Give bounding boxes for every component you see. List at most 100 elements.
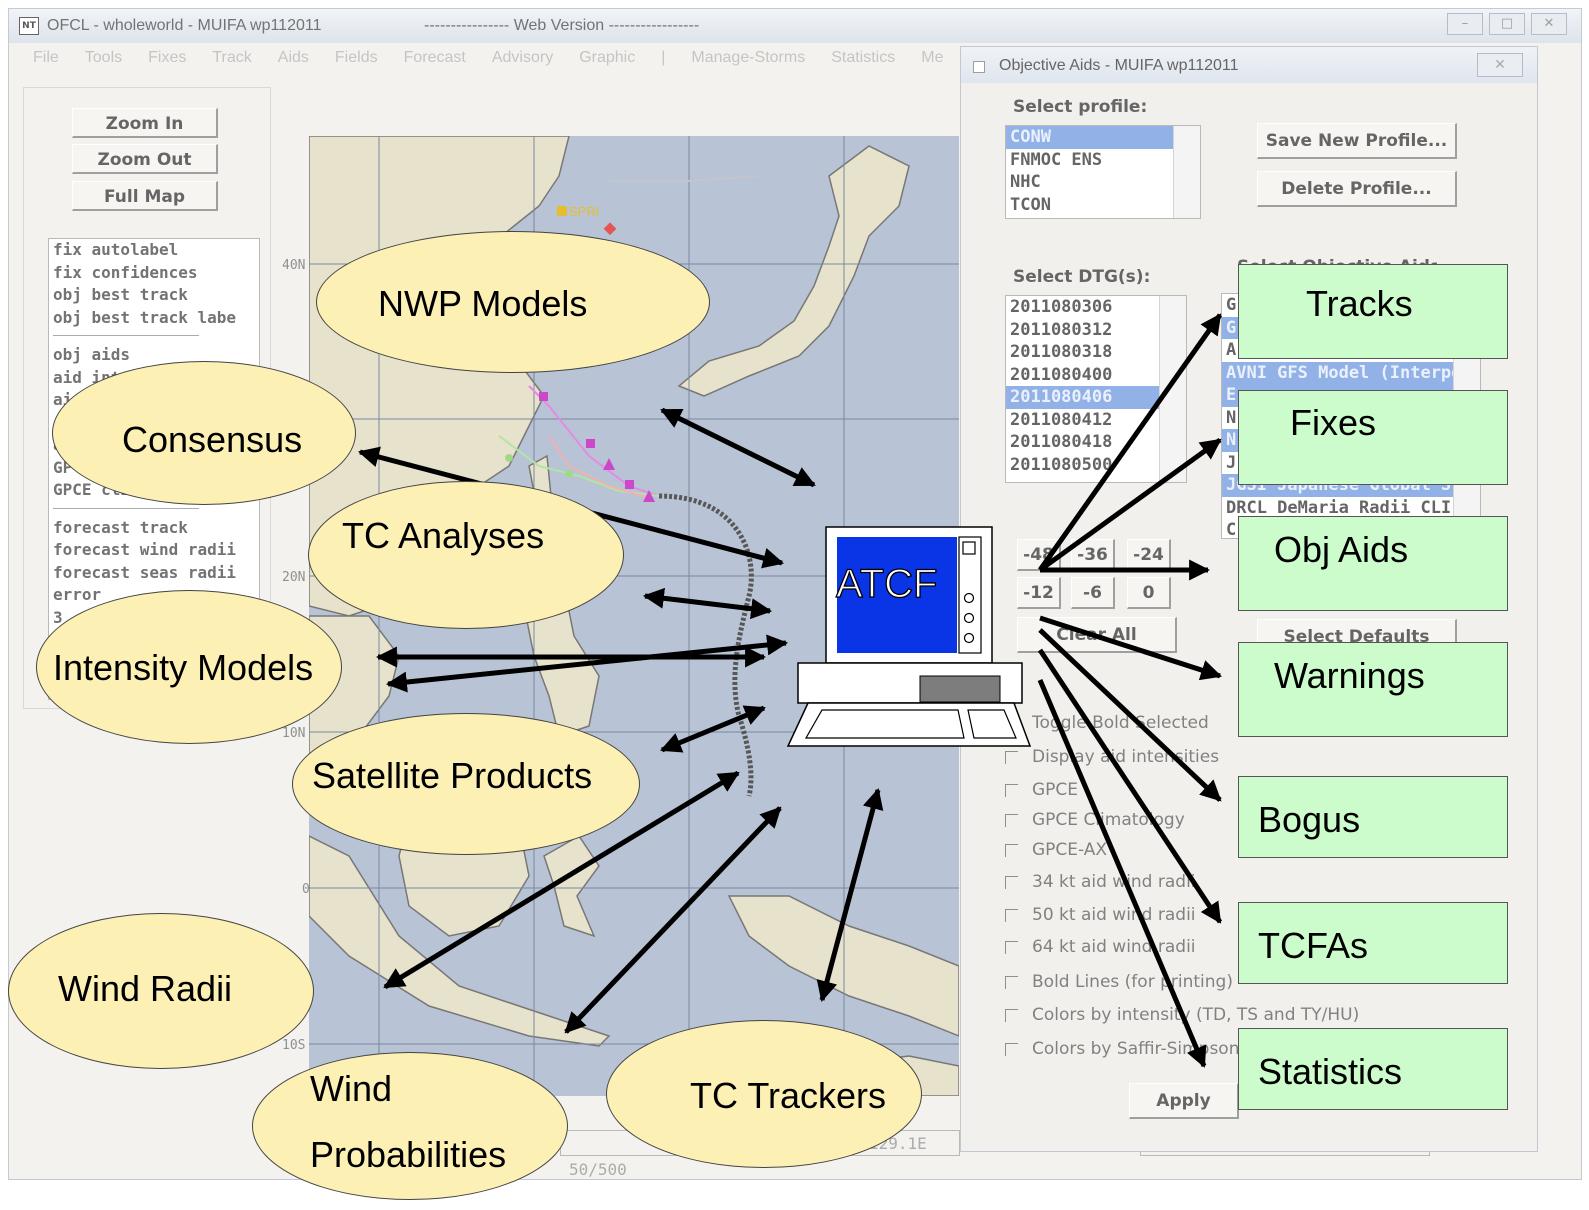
menu-item[interactable]: Manage-Storms [691,49,806,66]
checkbox-icon[interactable] [1005,843,1018,857]
menu-item[interactable]: Fields [334,49,378,66]
zoom-out-button[interactable]: Zoom Out [72,144,218,174]
aid-option-checkbox[interactable]: 50 kt aid wind radii [1005,905,1196,925]
option-item[interactable]: obj best track labe [53,307,237,327]
menu-item[interactable]: Track [212,49,252,66]
menu-item[interactable]: File [33,49,59,66]
checkbox-icon[interactable] [1005,975,1018,989]
checkbox-icon[interactable] [1005,1008,1018,1022]
dtg-item[interactable]: 2011080412 [1010,409,1113,430]
menu-item[interactable]: Advisory [491,49,554,66]
aid-item[interactable]: N [1226,407,1237,428]
menu-item[interactable]: Me [921,49,944,66]
menu-item[interactable]: Graphic [579,49,636,66]
close-icon[interactable]: ✕ [1531,13,1567,35]
option-item[interactable]: fix autolabel [53,240,179,259]
output-arrows [1037,313,1223,1068]
option-item[interactable]: obj aids [53,345,131,364]
apply-button[interactable]: Apply [1129,1083,1239,1119]
aid-option-checkbox[interactable]: Colors by intensity (TD, TS and TY/HU) [1005,1005,1359,1025]
checkbox-icon[interactable] [1005,1042,1018,1056]
dialog-window-icon [973,61,985,73]
list-scrollbar[interactable] [1159,296,1186,482]
menu-item[interactable]: Tools [84,49,123,66]
aid-item[interactable]: J [1226,452,1237,473]
aid-item[interactable]: DRCL DeMaria Radii CLI [1226,497,1452,518]
aid-item[interactable]: AVNI GFS Model (Interpo [1222,361,1480,384]
aid-item[interactable]: C [1226,520,1237,539]
aid-option-checkbox[interactable]: 34 kt aid wind radii [1005,872,1196,892]
aid-item[interactable]: G [1226,295,1237,315]
option-item[interactable]: fix confidences [53,262,198,282]
offset-minus12-button[interactable]: -12 [1017,577,1061,609]
checkbox-icon[interactable] [1005,813,1018,827]
save-profile-button[interactable]: Save New Profile... [1257,123,1457,159]
bogus-box [1238,776,1508,858]
option-item[interactable]: obj best track [53,285,188,304]
list-scrollbar[interactable] [1173,126,1200,218]
web-version-label: ---------------- Web Version -----------… [424,17,700,34]
atcf-label: ATCF [835,561,938,606]
dtg-item[interactable]: 2011080306 [1010,297,1113,317]
window-title: OFCL - wholeworld - MUIFA wp112011 [47,17,322,34]
profile-item[interactable]: TCON [1010,194,1051,215]
menu-item[interactable]: Fixes [148,49,187,66]
checkbox-icon[interactable] [1005,940,1018,954]
checkbox-label: 34 kt aid wind radii [1032,872,1196,892]
checkbox-icon[interactable] [1005,875,1018,889]
monitor-slot [962,541,976,555]
tracks-label: Tracks [1306,283,1413,324]
checkbox-icon[interactable] [1005,908,1018,922]
option-item[interactable]: forecast track [53,517,188,537]
option-item[interactable]: 3 [53,607,63,627]
profile-item[interactable]: CONW [1006,126,1200,149]
aid-item[interactable]: A [1226,340,1237,360]
dtg-item[interactable]: 2011080406 [1006,386,1186,409]
menu-item[interactable]: Aids [277,49,309,66]
menu-item[interactable]: Forecast [403,49,466,66]
main-title-bar[interactable]: NT OFCL - wholeworld - MUIFA wp112011 --… [9,9,1581,43]
maximize-icon[interactable]: □ [1489,13,1525,35]
wind-radii-label: Wind Radii [58,968,233,1009]
full-map-button[interactable]: Full Map [72,181,218,211]
tc-analyses-ellipse [308,481,624,629]
profile-item[interactable]: FNMOC ENS [1010,149,1103,170]
japan-islands [677,145,910,397]
option-item[interactable]: forecast seas radii [53,562,237,582]
dtg-item[interactable]: 2011080312 [1010,319,1113,340]
intensity-models-label: Intensity Models [53,647,314,688]
aid-option-checkbox[interactable]: Bold Lines (for printing) [1005,972,1233,992]
dialog-title: Objective Aids - MUIFA wp112011 [999,57,1239,74]
warnings-box [1238,642,1508,737]
delete-profile-button[interactable]: Delete Profile... [1257,171,1457,207]
profile-item[interactable]: NHC [1010,172,1041,192]
checkbox-label: GPCE-AX [1032,840,1108,860]
offset-zero-button[interactable]: 0 [1127,577,1171,609]
menu-item[interactable]: Statistics [831,49,896,66]
checkbox-label: 50 kt aid wind radii [1032,905,1196,925]
dialog-close-icon[interactable]: ✕ [1477,53,1523,77]
option-item[interactable]: forecast wind radii [53,540,237,559]
checkbox-icon[interactable] [1005,783,1018,797]
dtg-item[interactable]: 2011080418 [1010,432,1113,452]
offset-minus6-button[interactable]: -6 [1071,577,1115,609]
aid-option-checkbox[interactable]: GPCE [1005,780,1078,800]
dtg-item[interactable]: 2011080318 [1010,342,1113,362]
disk-drive [919,675,1001,703]
minimize-icon[interactable]: – [1447,13,1483,35]
nwp-models-label: NWP Models [378,283,588,324]
lat-label-10s: 10S [282,1038,306,1053]
status-value-text: 50/500 [569,1160,627,1179]
zoom-in-button[interactable]: Zoom In [72,108,218,138]
checkbox-icon[interactable] [1005,750,1018,764]
dtg-item[interactable]: 2011080500 [1010,454,1113,475]
aid-option-checkbox[interactable]: GPCE-AX [1005,840,1107,860]
intensity-models-ellipse [36,590,342,744]
tc-trackers-label: TC Trackers [690,1075,887,1116]
dialog-title-bar[interactable]: Objective Aids - MUIFA wp112011 ✕ [961,47,1537,83]
dtg-item[interactable]: 2011080400 [1010,364,1113,385]
option-item[interactable]: error [53,585,102,604]
